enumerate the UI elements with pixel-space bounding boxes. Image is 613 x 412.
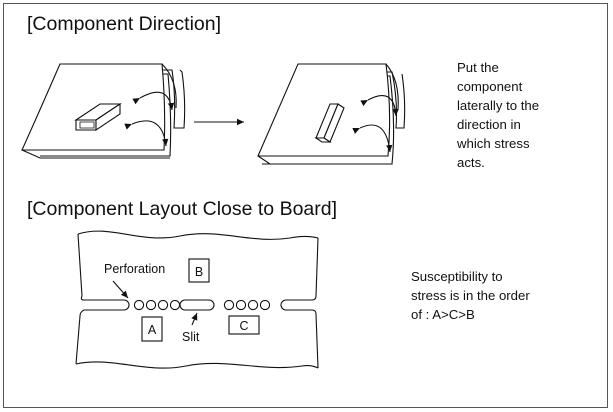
component-direction-note: Put the component laterally to the direc… xyxy=(457,58,539,172)
pcb-top-edge xyxy=(77,230,319,240)
perforation-hole xyxy=(169,299,181,311)
note-line: stress is in the order xyxy=(411,288,530,303)
pcb-lower-left-side xyxy=(75,309,124,365)
component-layout-note: Susceptibility to stress is in the order… xyxy=(411,267,530,324)
figure-frame xyxy=(3,3,608,408)
component-c-box xyxy=(228,315,260,335)
stress-arrow-right-top xyxy=(360,95,399,117)
perforation-hole xyxy=(247,299,259,311)
slit-left-end xyxy=(123,299,130,311)
slit xyxy=(179,299,215,311)
component-b-label: B xyxy=(195,265,203,279)
pcb-lower-right-side xyxy=(286,309,319,369)
perforation-hole xyxy=(145,299,157,311)
component-c-label: C xyxy=(239,319,248,333)
component-direction-heading: [Component Direction] xyxy=(27,13,222,35)
stress-arrow-right-bottom xyxy=(352,124,393,153)
note-line: component xyxy=(457,79,523,94)
note-line: which stress xyxy=(457,136,530,151)
board-left-edge xyxy=(21,149,170,159)
note-line: direction in xyxy=(457,117,521,132)
component-a-label: A xyxy=(148,323,157,337)
board-right-edge xyxy=(257,155,392,165)
component-left-horizontal xyxy=(74,102,122,132)
perforation-hole xyxy=(259,299,271,311)
board-right-back-sheet xyxy=(302,71,406,129)
pcb-upper-right-side xyxy=(286,237,319,301)
component-right-lateral xyxy=(314,103,345,143)
pcb-layout-illustration xyxy=(75,230,319,369)
pcb-bottom-edge xyxy=(75,361,319,369)
slit-right-end xyxy=(280,299,287,311)
perforation-hole xyxy=(235,299,247,311)
perforation-pointer-arrow xyxy=(112,280,129,299)
board-right-illustration xyxy=(257,63,406,165)
perforation-hole xyxy=(133,299,145,311)
board-left-sheet xyxy=(21,63,166,151)
slit-pointer-arrow xyxy=(191,312,198,326)
component-layout-heading: [Component Layout Close to Board] xyxy=(27,198,338,220)
component-b-box xyxy=(188,258,210,283)
note-line: laterally to the xyxy=(457,98,540,113)
pcb-upper-left-side xyxy=(77,233,124,301)
note-line: of : A>C>B xyxy=(411,307,475,322)
perforation-label: Perforation xyxy=(104,262,165,276)
stress-arrow-left-top xyxy=(132,91,175,111)
perforation-hole xyxy=(157,299,169,311)
stress-arrow-left-bottom xyxy=(124,120,169,147)
slit-label: Slit xyxy=(182,330,200,344)
perforation-hole xyxy=(223,299,235,311)
board-left-fold xyxy=(161,63,177,109)
component-a-box xyxy=(141,316,163,342)
board-left-illustration xyxy=(21,63,186,159)
note-line: Put the xyxy=(457,60,499,75)
note-line: Susceptibility to xyxy=(411,269,503,284)
note-line: acts. xyxy=(457,155,485,170)
